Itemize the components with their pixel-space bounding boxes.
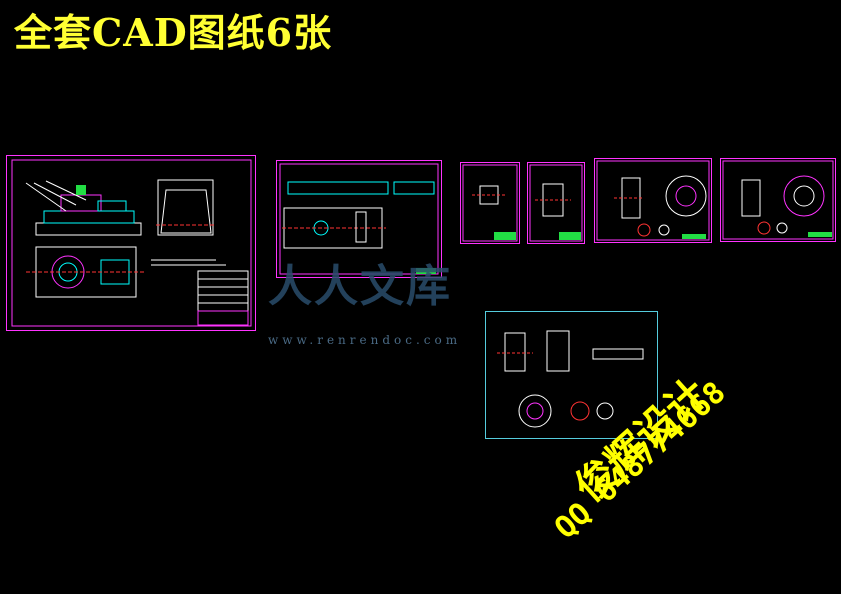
- watermark-brand: 人人文库: [268, 261, 452, 312]
- cad-sheet-1-assembly: [6, 155, 256, 331]
- watermark-url: www.renrendoc.com: [268, 333, 462, 347]
- housing-drawing-2: [720, 158, 836, 242]
- cad-sheet-3-part: [460, 162, 520, 244]
- page-title: 全套CAD图纸6张: [14, 10, 333, 55]
- cad-sheet-details: [485, 311, 658, 439]
- base-drawing: [276, 160, 442, 278]
- assembly-drawing: [6, 155, 256, 331]
- cad-sheet-6-housing: [720, 158, 836, 242]
- part-drawing-1: [460, 162, 520, 244]
- part-drawing-2: [527, 162, 585, 244]
- cad-sheet-5-housing: [594, 158, 712, 243]
- cad-sheet-4-part: [527, 162, 585, 244]
- housing-drawing-1: [594, 158, 712, 243]
- details-drawing: [485, 311, 658, 439]
- cad-sheet-2-base: [276, 160, 442, 278]
